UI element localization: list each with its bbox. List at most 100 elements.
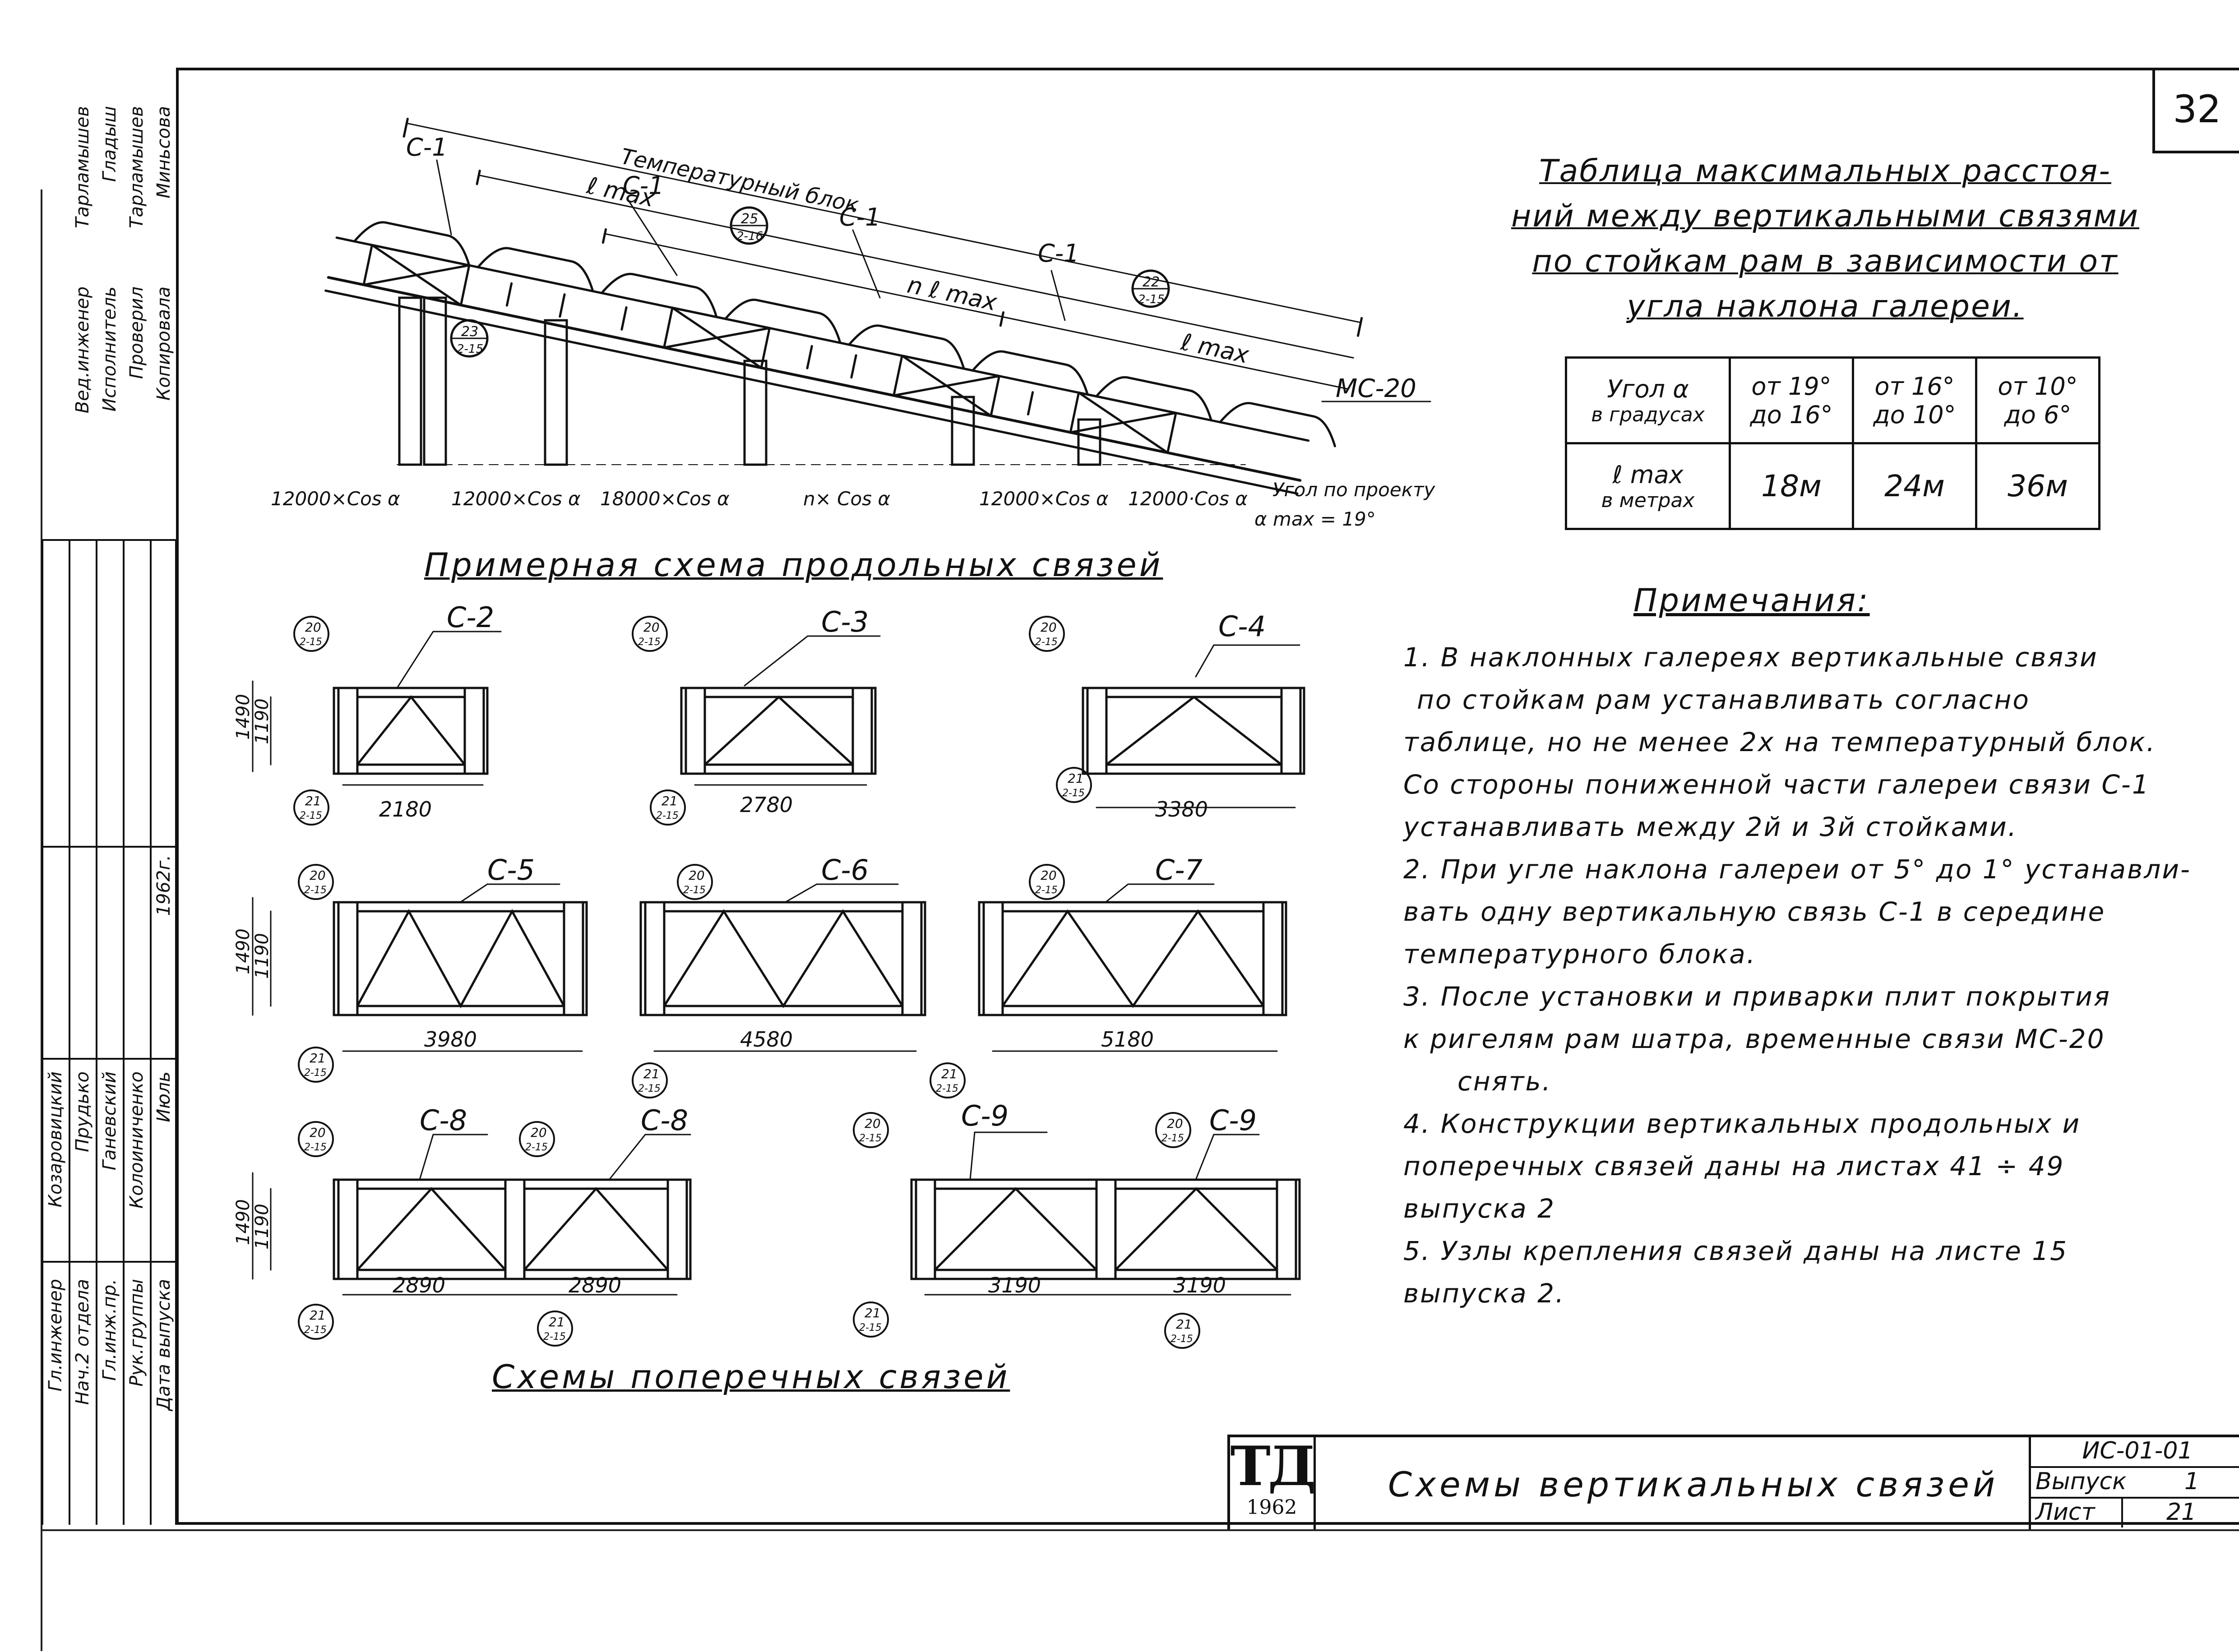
node-number: 21 [305,794,321,808]
note-line: температурного блока. [1403,939,1757,969]
height-dim: 1490 [233,694,254,740]
mc20-label: МС-20 [1336,374,1416,403]
table-cell-text: от 19° [1751,372,1832,401]
note-line: устанавливать между 2й и 3й стойками. [1403,812,2018,842]
node-sheet: 2-15 [859,1133,882,1144]
panel-name: С-9 [961,1099,1008,1132]
node-number: 22 [1143,274,1160,290]
table-cell: от 16°до 10° [1852,356,1977,444]
node-sheet: 2-15 [1035,637,1058,648]
height-dim: 1190 [252,1204,273,1250]
height-dim: 1190 [252,933,273,979]
dimension-lines [252,631,1300,1296]
table-cell-text: от 10° [1998,372,2078,401]
transverse-caption: Схемы поперечных связей [492,1358,1010,1396]
note-line: Со стороны пониженной части галереи связ… [1403,769,2150,800]
node-number: 20 [305,620,321,635]
node-number: 21 [549,1315,565,1329]
node-number: 20 [310,1125,326,1140]
height-dim: 1190 [252,698,273,744]
note-line: 3. После установки и приварки плит покры… [1403,981,2111,1012]
table-title-line: Таблица максимальных расстоя- [1539,153,2111,189]
span-dim: 12000×Cos α [271,488,400,510]
height-dim: 1490 [233,1199,254,1245]
span-value: 2890 [393,1273,445,1297]
nlmax-label: n ℓ max [905,271,1000,316]
panel-name: С-7 [1155,854,1203,886]
node-sheet: 2-15 [304,885,327,896]
table-header-text: в метрах [1601,489,1695,512]
span-dim: 12000×Cos α [979,488,1109,510]
sheet-value: 21 [2166,1499,2197,1526]
node-sheet: 2-15 [656,810,679,821]
table-title-line: угла наклона галереи. [1627,289,2024,324]
inclined-gallery [324,117,1363,495]
table-cell: 36м [1975,442,2100,530]
node-number: 21 [865,1306,881,1320]
issue-value: 1 [2184,1468,2200,1495]
table-header-text: в градусах [1591,403,1705,426]
table-cell-text: до 16° [1750,400,1833,429]
node-sheet: 2-15 [304,1324,327,1336]
sheet-label: Лист [2035,1499,2095,1526]
table-header-text: Угол α [1607,374,1689,403]
span-value: 5180 [1101,1027,1154,1052]
max-distance-table: Угол α в градусах от 19°до 16° от 16°до … [1565,356,2100,530]
span-dim: 12000·Cos α [1128,488,1248,510]
panel-name: С-4 [1218,610,1266,643]
node-sheet: 2-15 [543,1331,566,1343]
node-circles [293,616,1200,1349]
issue-row: Выпуск 1 [2031,1468,2239,1499]
panel-name: С-5 [487,854,535,886]
node-sheet: 2-15 [1062,788,1085,799]
node-number: 20 [1041,620,1057,635]
note-line: выпуска 2. [1403,1278,1565,1309]
note-line: таблице, но не менее 2х на температурный… [1403,727,2156,757]
drawing-title: Схемы вертикальных связей [1388,1464,1999,1504]
series-code: ИС-01-01 [2031,1437,2239,1468]
node-number: 20 [865,1116,881,1131]
table-cell: от 10°до 6° [1975,356,2100,444]
span-value: 3190 [988,1273,1041,1297]
note-line: снять. [1457,1066,1552,1097]
node-sheet: 2-15 [1170,1334,1193,1345]
node-number: 23 [461,324,478,340]
issue-label: Выпуск [2035,1468,2127,1495]
panels-row3 [333,1178,1301,1280]
node-number: 21 [1068,771,1084,786]
node-sheet: 2-15 [683,885,706,896]
table-cell: 18м [1729,442,1854,530]
panels-row1 [333,687,1305,775]
logo-text: ТД [1230,1435,1316,1498]
node-sheet: 2-15 [300,637,322,648]
node-sheet: 2-15 [457,342,483,356]
node-sheet: 2-16 [736,230,763,243]
node-sheet: 2-15 [936,1083,958,1094]
trim-line [41,1529,2239,1531]
note-line: вать одну вертикальную связь С-1 в серед… [1403,896,2106,927]
span-dim: 12000×Cos α [451,488,581,510]
title-block: ТД 1962 Схемы вертикальных связей ИС-01-… [1227,1435,2239,1529]
span-dim: 18000×Cos α [600,488,730,510]
notes-block: 1. В наклонных галереях вертикальные свя… [1403,636,2220,1315]
node-number: 20 [531,1125,547,1140]
span-value: 4580 [740,1027,793,1052]
span-dim: n× Cos α [803,488,890,510]
c1-label: С-1 [623,171,664,200]
panel-name: С-8 [420,1104,467,1137]
note-line: по стойкам рам устанавливать согласно [1417,684,2030,715]
node-number: 21 [310,1051,326,1066]
table-header-cell: ℓ max в метрах [1565,442,1731,530]
c1-label: С-1 [839,203,881,231]
node-number: 21 [310,1308,326,1323]
table-title-line: ний между вертикальными связями [1511,198,2140,234]
span-value: 2780 [740,793,793,817]
span-value: 3980 [424,1027,477,1052]
span-value: 3380 [1155,797,1208,821]
angle-value: α max = 19° [1254,508,1376,530]
node-sheet: 2-15 [859,1322,882,1334]
node-number: 20 [310,868,326,883]
node-sheet: 2-15 [638,637,661,648]
node-number: 21 [662,794,678,808]
panels-row2 [333,901,1287,1016]
